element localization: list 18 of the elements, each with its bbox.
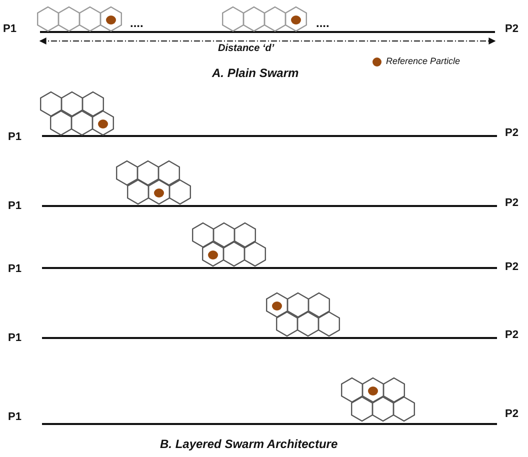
- point-label: P1: [8, 201, 22, 212]
- point-label: P2: [505, 262, 518, 273]
- point-label: P2: [505, 409, 518, 420]
- point-label: P1: [3, 24, 16, 35]
- point-label: P1: [8, 412, 22, 423]
- point-label: P2: [505, 198, 518, 209]
- point-label: P2: [505, 128, 518, 139]
- point-label: P2: [505, 24, 518, 35]
- panel-caption: A. Plain Swarm: [212, 67, 299, 79]
- point-label: P1: [8, 132, 22, 143]
- point-label: P2: [505, 330, 518, 341]
- ellipsis: ....: [130, 17, 144, 29]
- point-label: P1: [8, 333, 22, 344]
- dimension-label: Distance ‘d’: [218, 44, 274, 54]
- ellipsis: ....: [316, 17, 330, 29]
- point-label: P1: [8, 264, 22, 275]
- panel-caption: B. Layered Swarm Architecture: [160, 438, 338, 450]
- legend-label: Reference Particle: [386, 57, 460, 66]
